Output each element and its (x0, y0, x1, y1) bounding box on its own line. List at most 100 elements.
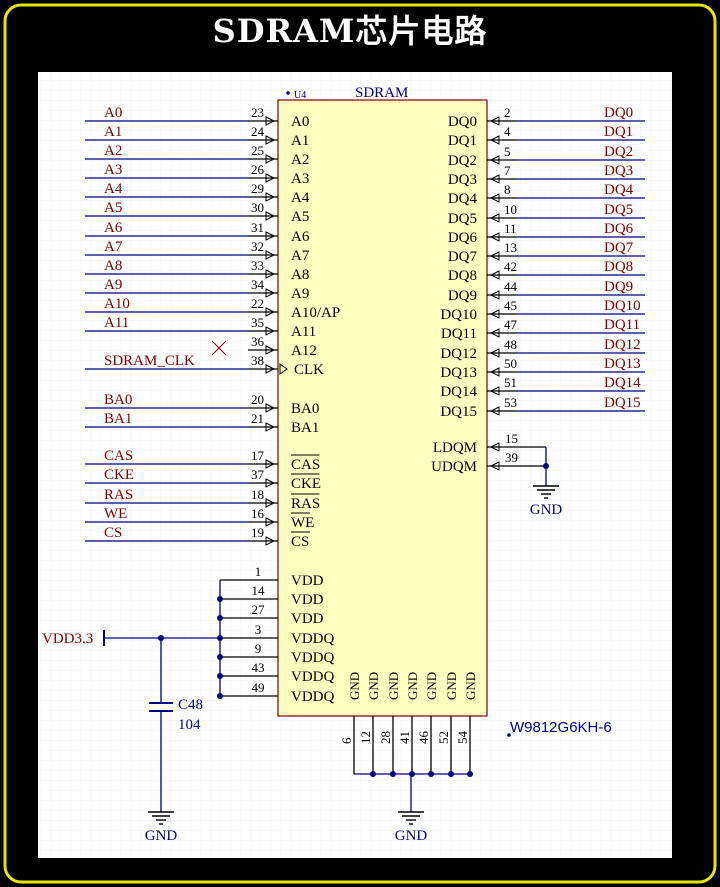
net-label-cke: CKE (104, 467, 134, 483)
pin-arrow-udqm (489, 461, 500, 471)
pin-name-dq4: DQ4 (448, 191, 478, 207)
pin-arrow-cas (265, 459, 276, 469)
pin-number-a9: 34 (251, 277, 265, 292)
pin-arrow-dq3 (489, 174, 500, 184)
pin-number-we: 16 (251, 506, 265, 521)
pin-number-dq10: 45 (504, 298, 517, 313)
pin-arrow-dq12 (489, 348, 500, 358)
pin-number-cs: 19 (251, 525, 264, 540)
pin-arrow-a1 (265, 135, 276, 145)
pin-arrow-dq15 (489, 406, 500, 416)
pin-name-ras: RAS (291, 496, 320, 512)
net-label-a7: A7 (104, 239, 123, 255)
pin-name-dq0: DQ0 (448, 114, 477, 130)
pin-number-a2: 25 (251, 143, 264, 158)
pin-number-dq5: 10 (504, 202, 517, 217)
net-label-cs: CS (104, 525, 122, 541)
net-label-dq0: DQ0 (604, 105, 633, 121)
net-label-dq14: DQ14 (604, 375, 641, 391)
pin-arrow-a10 (265, 307, 276, 317)
pin-number-dq8: 42 (504, 259, 517, 274)
pin-name-dq15: DQ15 (440, 404, 477, 420)
pin-arrow-dq8 (489, 270, 500, 280)
power-pin-name-pin-14: VDD (291, 592, 324, 608)
ground-pin-number-pin-46: 46 (416, 731, 431, 745)
pin-name-cke: CKE (291, 476, 321, 492)
pin-number-udqm: 39 (505, 450, 518, 465)
page-title: SDRAM芯片电路 (212, 12, 488, 50)
pin-number-dq1: 4 (504, 124, 511, 139)
pin-name-ba0: BA0 (291, 401, 319, 417)
pin-number-ras: 18 (251, 487, 264, 502)
power-pin-number-pin-49: 49 (252, 680, 265, 695)
pin-arrow-ldqm (489, 442, 500, 452)
pin-name-dq14: DQ14 (440, 384, 477, 400)
net-label-dq6: DQ6 (604, 221, 634, 237)
pin-number-dq13: 50 (504, 356, 517, 371)
pin-arrow-we (265, 517, 276, 527)
pin-number-dq7: 13 (504, 240, 517, 255)
ground-pin-name-pin-28: GND (386, 672, 401, 700)
ground-pin-number-pin-41: 41 (397, 731, 412, 744)
chip-name: SDRAM (355, 85, 408, 101)
pin-name-sdram-clk: CLK (294, 362, 324, 378)
pin-name-a4: A4 (291, 190, 310, 206)
chip-designator: U4 (294, 90, 306, 101)
net-label-a4: A4 (104, 181, 123, 197)
net-label-vdd3v3: VDD3.3 (42, 631, 93, 647)
pin-arrow-dq1 (489, 135, 500, 145)
pin-number-dq9: 44 (504, 279, 518, 294)
pin-name-we: WE (291, 515, 314, 531)
pin-name-dq13: DQ13 (440, 365, 477, 381)
pin-name-a0: A0 (291, 114, 309, 130)
ground-label-dqm: GND (530, 502, 563, 518)
ground-pin-name-pin-6: GND (347, 672, 362, 700)
pin-name-dq10: DQ10 (440, 307, 477, 323)
pin-number-a3: 26 (251, 162, 265, 177)
net-label-dq12: DQ12 (604, 337, 641, 353)
net-label-dq3: DQ3 (604, 163, 633, 179)
pin-name-a12: A12 (291, 343, 317, 359)
net-label-a10: A10 (104, 296, 130, 312)
net-label-ba0: BA0 (104, 392, 132, 408)
ground-pin-number-pin-28: 28 (378, 731, 393, 744)
pin-name-a1: A1 (291, 133, 309, 149)
power-pin-number-pin-14: 14 (252, 583, 266, 598)
pin-arrow-a3 (265, 173, 276, 183)
no-connect-icon (211, 340, 227, 356)
pin-arrow-a2 (265, 154, 276, 164)
pin-name-cs: CS (291, 534, 309, 550)
net-label-dq15: DQ15 (604, 395, 641, 411)
pin-name-a8: A8 (291, 267, 309, 283)
net-label-a1: A1 (104, 124, 122, 140)
pin-name-dq5: DQ5 (448, 211, 477, 227)
ground-label-chip: GND (395, 828, 428, 844)
net-label-dq7: DQ7 (604, 240, 634, 256)
junction-dot-dqm (543, 463, 549, 469)
pin-name-dq9: DQ9 (448, 288, 477, 304)
pin-name-dq3: DQ3 (448, 172, 477, 188)
pin-name-udqm: UDQM (431, 459, 477, 475)
pin-number-a7: 32 (251, 239, 264, 254)
pin-number-dq4: 8 (504, 182, 511, 197)
pin-arrow-dq0 (489, 116, 500, 126)
pin-arrow-a5 (265, 211, 276, 221)
ground-pin-name-pin-54: GND (463, 672, 478, 700)
pin-arrow-dq13 (489, 367, 500, 377)
ground-label-capacitor: GND (145, 828, 178, 844)
pin-number-ba0: 20 (251, 392, 264, 407)
pin-arrow-dq2 (489, 155, 500, 165)
pin-number-dq15: 53 (504, 395, 517, 410)
pin-arrow-ba1 (265, 422, 276, 432)
pin-name-a7: A7 (291, 248, 310, 264)
ground-pin-name-pin-52: GND (444, 672, 459, 700)
pin-number-dq3: 7 (504, 163, 511, 178)
pin-name-cas: CAS (291, 457, 320, 473)
pin-number-a6: 31 (251, 220, 264, 235)
pin-number-a10: 22 (251, 296, 264, 311)
pin-arrow-a11 (265, 326, 276, 336)
pin-number-a5: 30 (251, 200, 264, 215)
pin-number-a4: 29 (251, 181, 264, 196)
